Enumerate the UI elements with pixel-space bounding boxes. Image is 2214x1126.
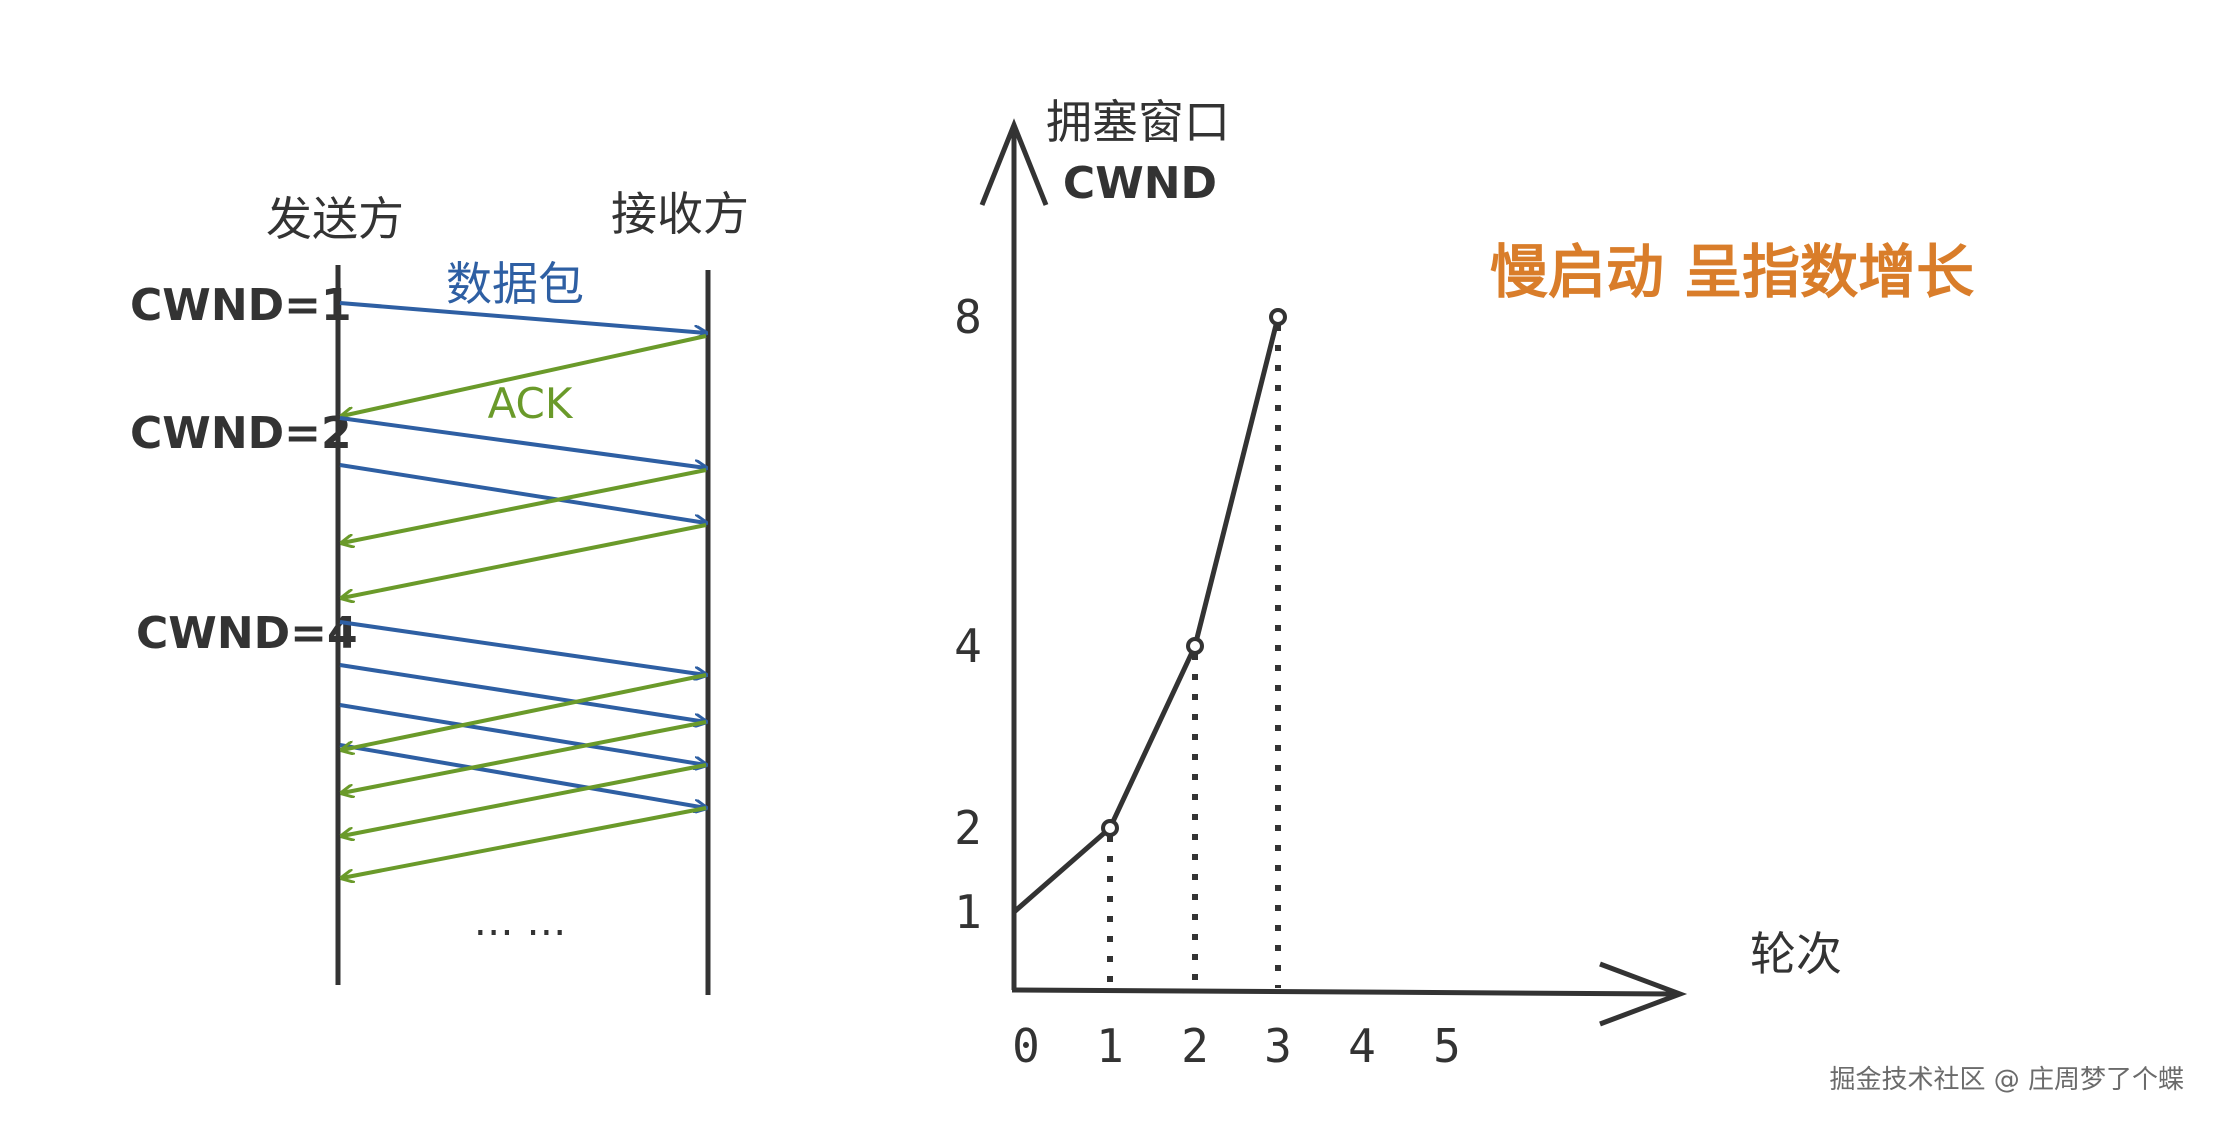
- drop-lines: [1107, 325, 1281, 988]
- data-packet-arrow: [339, 301, 706, 333]
- cwnd-label-1: CWND=1: [130, 280, 352, 331]
- x-axis: [1011, 987, 1681, 997]
- data-packet-arrow: [339, 416, 706, 468]
- cwnd-chart: 拥塞窗口 CWND 轮次 慢启动 呈指数增长 0 1 2 3 4 5 1 2 4 8: [954, 95, 1974, 1073]
- ack-arrow: [342, 806, 707, 878]
- data-markers: [1101, 308, 1287, 837]
- data-packet-arrow: [339, 463, 706, 523]
- y-tick-label: 4: [954, 619, 982, 673]
- x-tick-labels: 0 1 2 3 4 5: [1012, 1019, 1461, 1073]
- cwnd-series: [1012, 316, 1281, 914]
- ack-arrow: [342, 763, 707, 836]
- x-tick-label: 1: [1096, 1019, 1124, 1073]
- chart-title: 慢启动 呈指数增长: [1490, 238, 1974, 306]
- data-packet-arrow: [339, 663, 706, 722]
- cwnd-label-4: CWND=4: [136, 608, 358, 659]
- watermark: 掘金技术社区 @ 庄周梦了个蝶: [1829, 1065, 2184, 1095]
- data-point: [1186, 637, 1204, 655]
- data-packet-label: 数据包: [446, 257, 584, 311]
- ack-arrow: [342, 720, 707, 793]
- data-packet-arrow: [339, 703, 706, 765]
- series-line: [1012, 316, 1281, 914]
- sender-label: 发送方: [266, 192, 404, 246]
- data-point: [1269, 308, 1287, 326]
- data-packet-arrow: [339, 620, 706, 675]
- y-axis-arrowhead: [979, 118, 1049, 206]
- data-packet-arrow: [339, 743, 706, 808]
- x-tick-label: 2: [1181, 1019, 1209, 1073]
- x-tick-label: 4: [1348, 1019, 1376, 1073]
- data-point: [1101, 819, 1119, 837]
- x-axis-label: 轮次: [1750, 927, 1842, 981]
- y-tick-label: 8: [954, 290, 982, 344]
- ack-label: ACK: [488, 379, 574, 428]
- receiver-label: 接收方: [611, 187, 749, 241]
- y-tick-labels: 1 2 4 8: [954, 290, 982, 939]
- y-tick-label: 1: [954, 885, 982, 939]
- y-axis-label-cwnd: CWND: [1063, 158, 1217, 209]
- ack-arrow: [342, 468, 707, 543]
- ellipsis: … …: [474, 899, 567, 945]
- y-axis-label: 拥塞窗口: [1046, 95, 1230, 149]
- sequence-diagram: 发送方 接收方 CWND=1 CWND=2 CWND=4 数据包 ACK … …: [130, 187, 749, 995]
- x-axis-arrowhead: [1599, 961, 1688, 1027]
- ack-arrow: [342, 334, 707, 416]
- ack-arrow: [342, 673, 707, 750]
- x-tick-label: 5: [1433, 1019, 1461, 1073]
- cwnd-label-2: CWND=2: [130, 408, 352, 459]
- ack-arrow: [342, 523, 707, 598]
- x-tick-label: 0: [1012, 1019, 1040, 1073]
- x-tick-label: 3: [1264, 1019, 1292, 1073]
- y-tick-label: 2: [954, 801, 982, 855]
